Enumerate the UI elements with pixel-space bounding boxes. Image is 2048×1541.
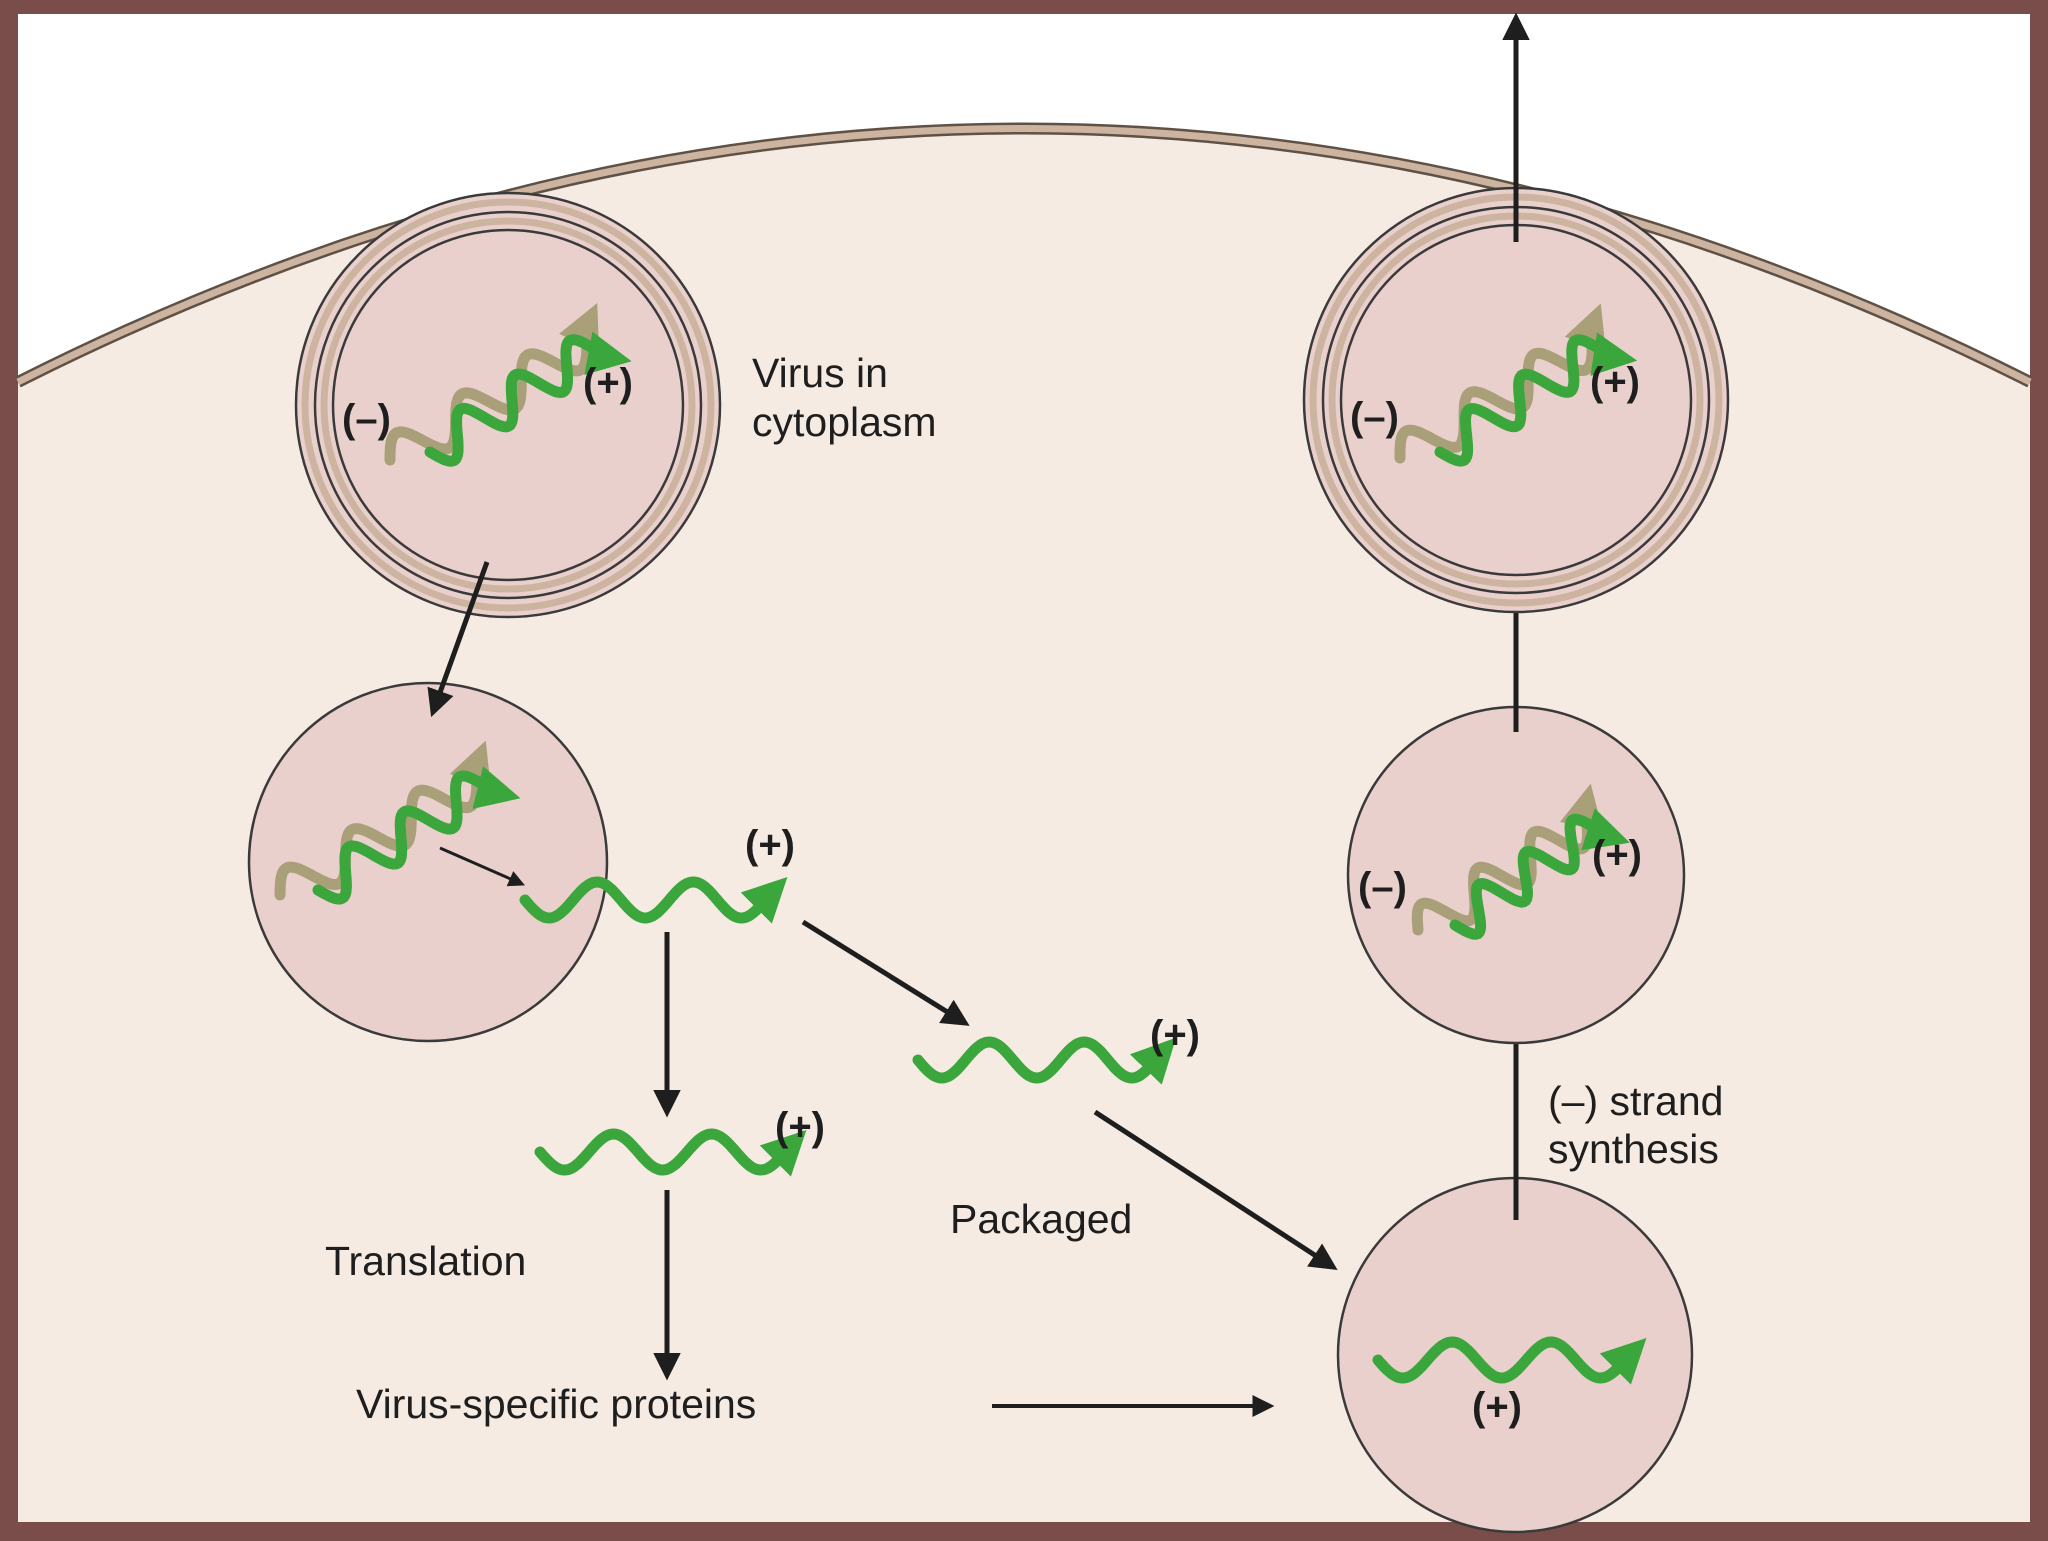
single-stranded-rna-icon bbox=[534, 1128, 807, 1177]
arrow-icon bbox=[1093, 1109, 1338, 1271]
plus-sign-label: (+) bbox=[1592, 833, 1642, 877]
double-stranded-rna-icon bbox=[384, 302, 632, 467]
single-stranded-rna-icon bbox=[912, 1036, 1177, 1085]
arrow-icon bbox=[439, 846, 526, 887]
label-virus-in: Virus in bbox=[752, 350, 888, 396]
double-stranded-rna-icon bbox=[274, 740, 521, 905]
double-stranded-rna-icon bbox=[1394, 303, 1638, 467]
minus-sign-label: (–) bbox=[1350, 395, 1399, 439]
virus-core-packaged bbox=[1336, 1176, 1694, 1534]
virus-core-uncoated bbox=[247, 681, 609, 1043]
label-minus-strand: (–) strand bbox=[1548, 1078, 1723, 1124]
arrow-icon bbox=[427, 561, 490, 718]
label-packaged: Packaged bbox=[950, 1196, 1132, 1242]
label-virus-specific-proteins: Virus-specific proteins bbox=[356, 1381, 756, 1427]
plus-sign-label: (+) bbox=[583, 361, 633, 405]
arrow-icon bbox=[801, 919, 970, 1026]
plus-sign-label: (+) bbox=[1590, 360, 1640, 404]
minus-sign-label: (–) bbox=[1358, 865, 1407, 909]
plus-sign-label: (+) bbox=[775, 1105, 825, 1149]
label-cytoplasm: cytoplasm bbox=[752, 399, 937, 445]
plus-sign-label: (+) bbox=[1472, 1385, 1522, 1429]
extracellular-space bbox=[18, 14, 2030, 382]
label-translation: Translation bbox=[325, 1238, 526, 1284]
minus-sign-label: (–) bbox=[342, 397, 391, 441]
label-synthesis: synthesis bbox=[1548, 1126, 1719, 1172]
plus-sign-label: (+) bbox=[1150, 1013, 1200, 1057]
plus-sign-label: (+) bbox=[745, 823, 795, 867]
single-stranded-rna-icon bbox=[1372, 1336, 1647, 1385]
double-stranded-rna-icon bbox=[1411, 783, 1630, 940]
cell-membrane-inner bbox=[16, 125, 2032, 386]
single-stranded-rna-icon bbox=[519, 876, 788, 924]
